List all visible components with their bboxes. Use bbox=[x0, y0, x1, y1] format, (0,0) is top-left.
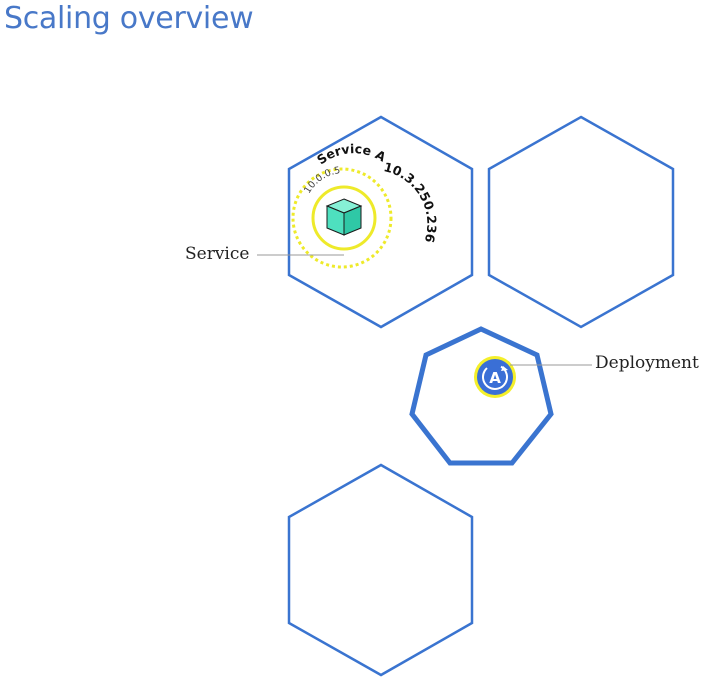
page-title: Scaling overview bbox=[4, 1, 254, 36]
deployment-glyph: A bbox=[489, 369, 501, 387]
node-heptagon[interactable] bbox=[409, 326, 554, 466]
service-outer-ring[interactable] bbox=[291, 167, 393, 269]
deployment-label: Deployment bbox=[595, 353, 699, 373]
service-label: Service bbox=[185, 244, 249, 264]
deployment-icon[interactable]: A bbox=[474, 356, 516, 398]
node-hexagon-2[interactable] bbox=[487, 115, 675, 329]
node-hexagon-3[interactable] bbox=[287, 463, 474, 677]
pod-cube-icon[interactable] bbox=[325, 198, 363, 236]
